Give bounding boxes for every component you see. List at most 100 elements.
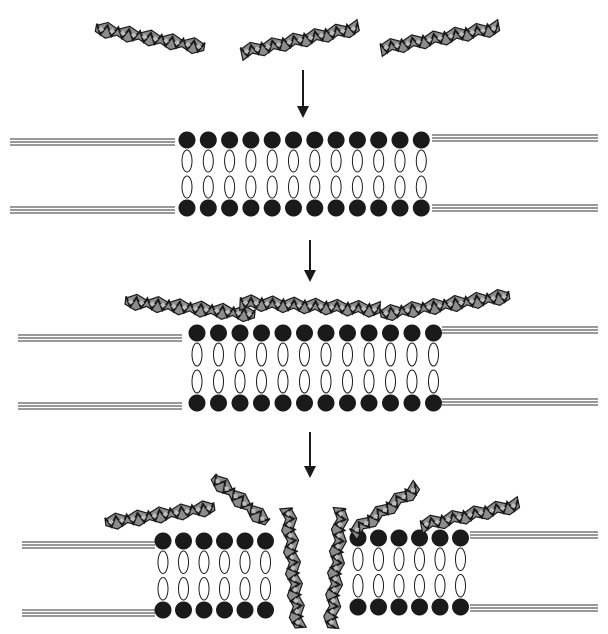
lipid-tail-lower: [364, 370, 374, 393]
lipid-tail-lower: [343, 370, 353, 393]
lipid-head-upper: [210, 325, 227, 342]
lipid-tail-lower: [407, 370, 417, 393]
lipid-tail-lower: [352, 176, 362, 198]
lipid-head-upper: [432, 530, 449, 547]
lipid-molecule-icon: [350, 530, 367, 616]
peptide-residue: [233, 494, 237, 498]
lipid-tail-upper: [203, 150, 213, 172]
lipid-molecule-icon: [237, 533, 254, 619]
lipid-head-lower: [257, 602, 274, 619]
arrow-head: [297, 106, 309, 118]
lipid-head-upper: [339, 325, 356, 342]
peptide-free-1: [94, 21, 205, 56]
bilayer-stage-3: [189, 325, 443, 412]
lipid-tail-lower: [374, 176, 384, 198]
lipid-head-lower: [237, 602, 254, 619]
lipid-molecule-icon: [339, 325, 356, 412]
lipid-head-upper: [196, 533, 213, 550]
lipid-head-lower: [275, 395, 292, 412]
lipid-molecule-icon: [361, 325, 378, 412]
membrane-upper-right: [432, 135, 598, 141]
down-arrow-icon: [297, 70, 309, 118]
lipid-molecule-icon: [306, 132, 323, 217]
lipid-tail-upper: [240, 551, 250, 574]
membrane-lower-left: [18, 403, 182, 409]
lipid-head-upper: [285, 132, 302, 149]
down-arrow-icon: [304, 240, 316, 282]
lipid-tail-lower: [235, 370, 245, 393]
lipid-tail-upper: [261, 551, 271, 574]
lipid-head-lower: [339, 395, 356, 412]
lipid-head-lower: [216, 602, 233, 619]
lipid-tail-upper: [257, 343, 267, 366]
lipid-head-lower: [411, 599, 428, 616]
lipid-tail-lower: [182, 176, 192, 198]
lipid-tail-upper: [395, 150, 405, 172]
membrane-lower-right: [442, 399, 598, 405]
lipid-head-upper: [296, 325, 313, 342]
lipid-head-upper: [221, 132, 238, 149]
lipid-tail-upper: [456, 548, 466, 571]
lipid-head-upper: [370, 132, 387, 149]
peptide-residue: [383, 508, 388, 513]
lipid-tail-upper: [331, 150, 341, 172]
lipid-tail-lower: [278, 370, 288, 393]
peptide-residue: [411, 488, 416, 493]
lipid-head-upper: [328, 132, 345, 149]
lipid-head-upper: [253, 325, 270, 342]
lipid-molecule-icon: [391, 530, 408, 616]
lipid-tail-lower: [395, 176, 405, 198]
lipid-tail-lower: [394, 575, 404, 598]
lipid-molecule-icon: [411, 530, 428, 616]
peptide-residue: [401, 495, 406, 500]
lipid-head-upper: [189, 325, 206, 342]
membrane-upper-right: [442, 327, 598, 333]
peptide-pore-4: [419, 497, 520, 533]
lipid-head-lower: [306, 200, 323, 217]
lipid-molecule-icon: [264, 132, 281, 217]
arrow-head: [304, 270, 316, 282]
lipid-tail-lower: [321, 370, 331, 393]
lipid-tail-upper: [199, 551, 209, 574]
lipid-tail-upper: [364, 343, 374, 366]
lipid-head-lower: [253, 395, 270, 412]
lipid-molecule-icon: [216, 533, 233, 619]
peptide-body: [94, 21, 205, 56]
lipid-tail-lower: [289, 176, 299, 198]
lipid-molecule-icon: [370, 530, 387, 616]
lipid-head-lower: [452, 599, 469, 616]
peptide-body: [125, 293, 256, 323]
lipid-tail-lower: [257, 370, 267, 393]
lipid-head-lower: [391, 599, 408, 616]
lipid-tail-upper: [310, 150, 320, 172]
peptide-adsorbed-3: [380, 288, 511, 322]
lipid-molecule-icon: [221, 132, 238, 217]
lipid-tail-upper: [220, 551, 230, 574]
lipid-head-lower: [425, 395, 442, 412]
lipid-tail-upper: [182, 150, 192, 172]
lipid-head-lower: [413, 200, 430, 217]
lipid-tail-lower: [429, 370, 439, 393]
lipid-head-upper: [382, 325, 399, 342]
lipid-molecule-icon: [155, 533, 172, 619]
lipid-tail-upper: [407, 343, 417, 366]
lipid-head-lower: [242, 200, 259, 217]
lipid-molecule-icon: [432, 530, 449, 616]
lipid-molecule-icon: [189, 325, 206, 412]
peptide-free-3: [380, 20, 501, 57]
peptide-adsorbed-2: [240, 294, 381, 317]
peptide-residue: [242, 502, 246, 506]
lipid-molecule-icon: [349, 132, 366, 217]
lipid-tail-upper: [289, 150, 299, 172]
lipid-tail-lower: [456, 575, 466, 598]
lipid-head-upper: [242, 132, 259, 149]
lipid-molecule-icon: [179, 132, 196, 217]
peptide-residue: [392, 501, 397, 506]
lipid-molecule-icon: [452, 530, 469, 616]
lipid-tail-lower: [220, 578, 230, 601]
lipid-head-upper: [155, 533, 172, 550]
lipid-tail-upper: [353, 548, 363, 571]
membrane-upper-left: [10, 139, 175, 145]
lipid-tail-lower: [435, 575, 445, 598]
